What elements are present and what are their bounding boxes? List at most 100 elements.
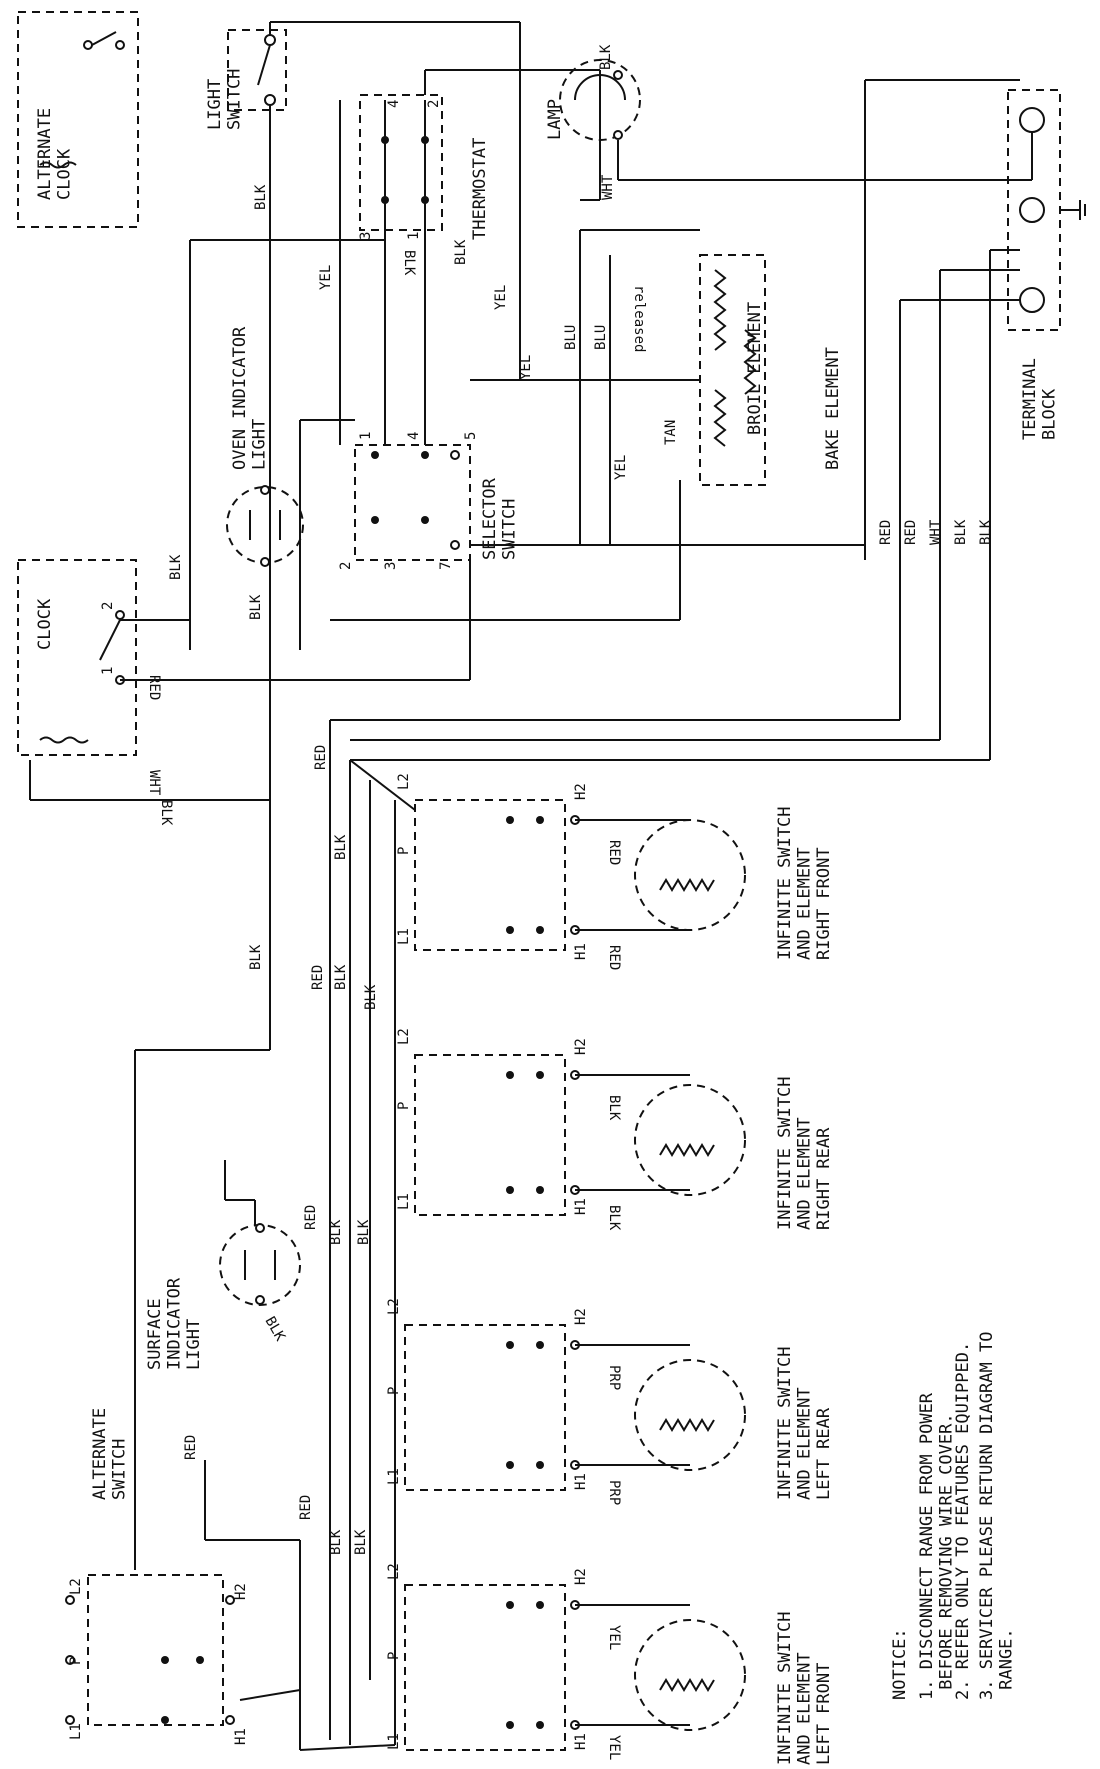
wire-label: BLK: [262, 1314, 289, 1344]
wire-label: BLK: [978, 519, 994, 545]
wire-label: BLK: [353, 1529, 369, 1555]
terminal-h1: H1: [573, 1198, 589, 1215]
alternate-clock: ALTERNATECLOCK: [17, 11, 139, 228]
wire-label: RED: [310, 965, 326, 990]
terminal-l2: L2: [386, 1298, 402, 1315]
terminal-h2: H2: [573, 1038, 589, 1055]
wire-label: RED: [903, 520, 919, 545]
terminal-l1: L1: [68, 1723, 84, 1740]
wire-label: RED: [146, 675, 162, 700]
terminal-l1: L1: [396, 928, 412, 945]
lamp: LAMP: [545, 59, 641, 141]
terminal-l2: L2: [396, 1028, 412, 1045]
wire-label: BLK: [606, 1205, 622, 1231]
terminal-l1: L1: [386, 1733, 402, 1750]
surface-wire-labels: BLK RED BLK BLK BLK RED BLK BLK BLK RED …: [183, 834, 622, 1760]
terminal-l2: L2: [386, 1563, 402, 1580]
terminal-h2: H2: [573, 783, 589, 800]
selector-switch-label: SELECTORSWITCH: [480, 477, 520, 560]
wire-label: BLK: [363, 984, 379, 1010]
thermostat: THERMOSTAT: [359, 94, 490, 240]
right-rear-label: INFINITE SWITCHAND ELEMENTRIGHT REAR: [775, 1076, 834, 1230]
alternate-clock-label: ALTERNATECLOCK: [35, 108, 75, 200]
wire-label: RED: [606, 945, 622, 970]
terminal-h2: H2: [573, 1568, 589, 1585]
wire-label: BLU: [593, 325, 609, 350]
oven-indicator-label: OVEN INDICATORLIGHT: [230, 326, 270, 470]
wire-label: YEL: [606, 1625, 622, 1650]
terminal-number: 2: [338, 562, 354, 570]
terminal-block-label: TERMINALBLOCK: [1020, 358, 1060, 440]
left-front-label: INFINITE SWITCHAND ELEMENTLEFT FRONT: [775, 1611, 834, 1765]
wire-label: WHT: [928, 519, 944, 545]
surface-wiring: [134, 695, 396, 1751]
infinite-switch-right-rear: INFINITE SWITCHAND ELEMENTRIGHT REAR: [414, 1054, 834, 1230]
wire-label: RED: [313, 745, 329, 770]
wire-label: BLK: [606, 1095, 622, 1121]
wire-label: BLK: [356, 1219, 372, 1245]
broil-bake-elements: BROIL ELEMENT BAKE ELEMENT released: [631, 254, 843, 486]
terminal-h2: H2: [573, 1308, 589, 1325]
surface-indicator-light: SURFACEINDICATORLIGHT: [145, 1199, 301, 1370]
light-switch: LIGHTSWITCH: [205, 22, 287, 695]
terminal-number: 1: [406, 232, 422, 240]
right-front-label: INFINITE SWITCHAND ELEMENTRIGHT FRONT: [775, 806, 834, 960]
terminal-number: 2: [100, 602, 116, 610]
wire-label: YEL: [518, 355, 534, 380]
wire-label: RED: [606, 840, 622, 865]
clock: CLOCK: [17, 559, 137, 756]
terminal-h1: H1: [573, 1473, 589, 1490]
notice-item-1: 1. DISCONNECT RANGE FROM POWER BEFORE RE…: [917, 1392, 957, 1700]
wire-label: BLK: [253, 184, 269, 210]
notice-item-2: 2. REFER ONLY TO FEATURES EQUIPPED.: [953, 1342, 973, 1700]
terminal-number: 3: [358, 232, 374, 240]
terminal-number: 4: [386, 100, 402, 108]
oven-terminal-numbers: 4 2 3 1 4 5 1 2 3 7 2 1: [100, 100, 479, 675]
wire-label: BLK: [598, 44, 614, 70]
clock-label: CLOCK: [35, 598, 55, 650]
terminal-number: 1: [100, 667, 116, 675]
terminal-l1: L1: [386, 1468, 402, 1485]
light-switch-label: LIGHTSWITCH: [205, 69, 245, 130]
wire-label: BLK: [168, 554, 184, 580]
terminal-p: P: [386, 1387, 402, 1395]
terminal-l2: L2: [68, 1578, 84, 1595]
terminal-l2: L2: [396, 773, 412, 790]
alternate-switch-label: ALTERNATESWITCH: [90, 1408, 130, 1500]
wire-label: TAN: [663, 420, 679, 445]
surface-terminal-letters: L2 P L1 H2 H1 L2 P L1 H2 H1 L2 P L1 H2 H…: [68, 773, 589, 1750]
selector-switch: SELECTORSWITCH: [354, 444, 520, 561]
terminal-p: P: [386, 1652, 402, 1660]
wire-label: RED: [183, 1435, 199, 1460]
wire-label: BLK: [953, 519, 969, 545]
terminal-number: 4: [406, 432, 422, 440]
terminal-h2: H2: [233, 1583, 249, 1600]
thermostat-label: THERMOSTAT: [470, 138, 490, 240]
released-label: released: [631, 285, 647, 352]
wire-label: BLK: [248, 944, 264, 970]
wire-label: BLK: [328, 1219, 344, 1245]
terminal-h1: H1: [573, 1733, 589, 1750]
alternate-switch: ALTERNATESWITCH: [65, 1408, 301, 1726]
terminal-block: TERMINALBLOCK: [1007, 89, 1086, 440]
wire-label: BLK: [248, 594, 264, 620]
terminal-h1: H1: [573, 943, 589, 960]
surface-indicator-label: SURFACEINDICATORLIGHT: [145, 1277, 204, 1370]
wire-label: BLU: [563, 325, 579, 350]
terminal-l1: L1: [396, 1193, 412, 1210]
wire-label: WHT: [600, 174, 616, 200]
notice-item-3: 3. SERVICER PLEASE RETURN DIAGRAM TO RAN…: [977, 1332, 1017, 1700]
wire-label: BLK: [328, 1529, 344, 1555]
oven-wire-labels: BLK YEL BLK BLK YEL YEL BLU BLU TAN YEL …: [146, 44, 994, 826]
wire-label: RED: [298, 1495, 314, 1520]
terminal-number: 3: [383, 562, 399, 570]
infinite-switch-right-front: INFINITE SWITCHAND ELEMENTRIGHT FRONT: [349, 759, 834, 960]
wire-label: PRP: [606, 1480, 622, 1505]
terminal-number: 5: [463, 432, 479, 440]
bake-element-label: BAKE ELEMENT: [823, 347, 843, 470]
terminal-h1: H1: [233, 1728, 249, 1745]
wire-label: PRP: [606, 1365, 622, 1390]
wire-label: YEL: [493, 285, 509, 310]
wire-label: BLK: [333, 834, 349, 860]
